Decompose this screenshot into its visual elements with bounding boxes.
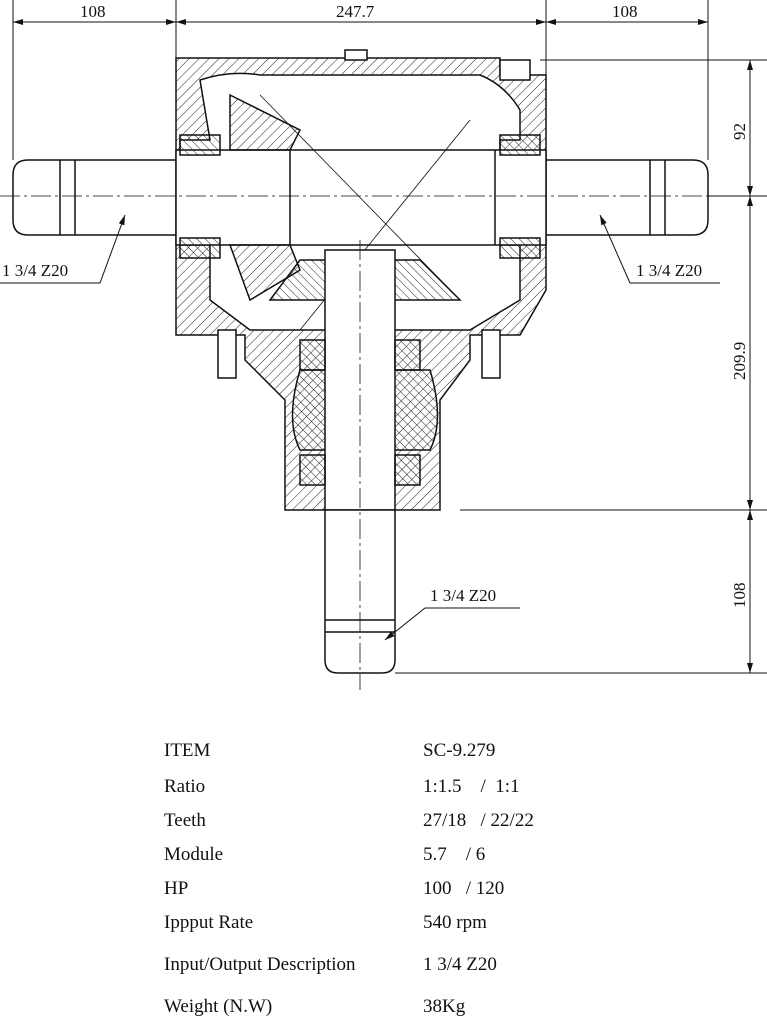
dim-top-center: 247.7 bbox=[336, 2, 375, 21]
dim-top-right: 108 bbox=[612, 2, 638, 21]
callout-right-shaft: 1 3/4 Z20 bbox=[636, 261, 702, 280]
spec-value: 1:1.5 / 1:1 bbox=[423, 776, 520, 797]
vertical-shaft bbox=[299, 240, 421, 690]
spec-label: ITEM bbox=[164, 740, 211, 761]
spec-value: 5.7 / 6 bbox=[423, 844, 486, 865]
callout-left-shaft: 1 3/4 Z20 bbox=[2, 261, 68, 280]
spec-label: Input/Output Description bbox=[164, 954, 356, 975]
spec-value: 100 / 120 bbox=[423, 878, 505, 899]
dimension-lines bbox=[12, 0, 767, 674]
spec-value: SC-9.279 bbox=[423, 740, 496, 761]
spec-value: 38Kg bbox=[423, 996, 466, 1017]
spec-label: Weight (N.W) bbox=[164, 996, 273, 1017]
spec-value: 1 3/4 Z20 bbox=[423, 954, 497, 975]
dim-top-left: 108 bbox=[80, 2, 106, 21]
dim-right-middle: 209.9 bbox=[730, 342, 749, 380]
spec-label: HP bbox=[164, 878, 189, 899]
spec-label: Module bbox=[164, 844, 224, 865]
callout-bottom-shaft: 1 3/4 Z20 bbox=[430, 586, 496, 605]
callout-leaders bbox=[0, 214, 720, 641]
spec-label: Teeth bbox=[164, 810, 206, 831]
dim-right-lower: 108 bbox=[730, 583, 749, 609]
spec-label: Ratio bbox=[164, 776, 206, 797]
spec-value: 27/18 / 22/22 bbox=[423, 810, 534, 831]
spec-value: 540 rpm bbox=[423, 912, 487, 933]
horizontal-shaft bbox=[0, 134, 720, 259]
spec-label: Ippput Rate bbox=[164, 912, 254, 933]
dim-right-upper: 92 bbox=[730, 123, 749, 140]
gearbox-drawing: 108 247.7 108 92 209.9 108 bbox=[0, 0, 767, 690]
